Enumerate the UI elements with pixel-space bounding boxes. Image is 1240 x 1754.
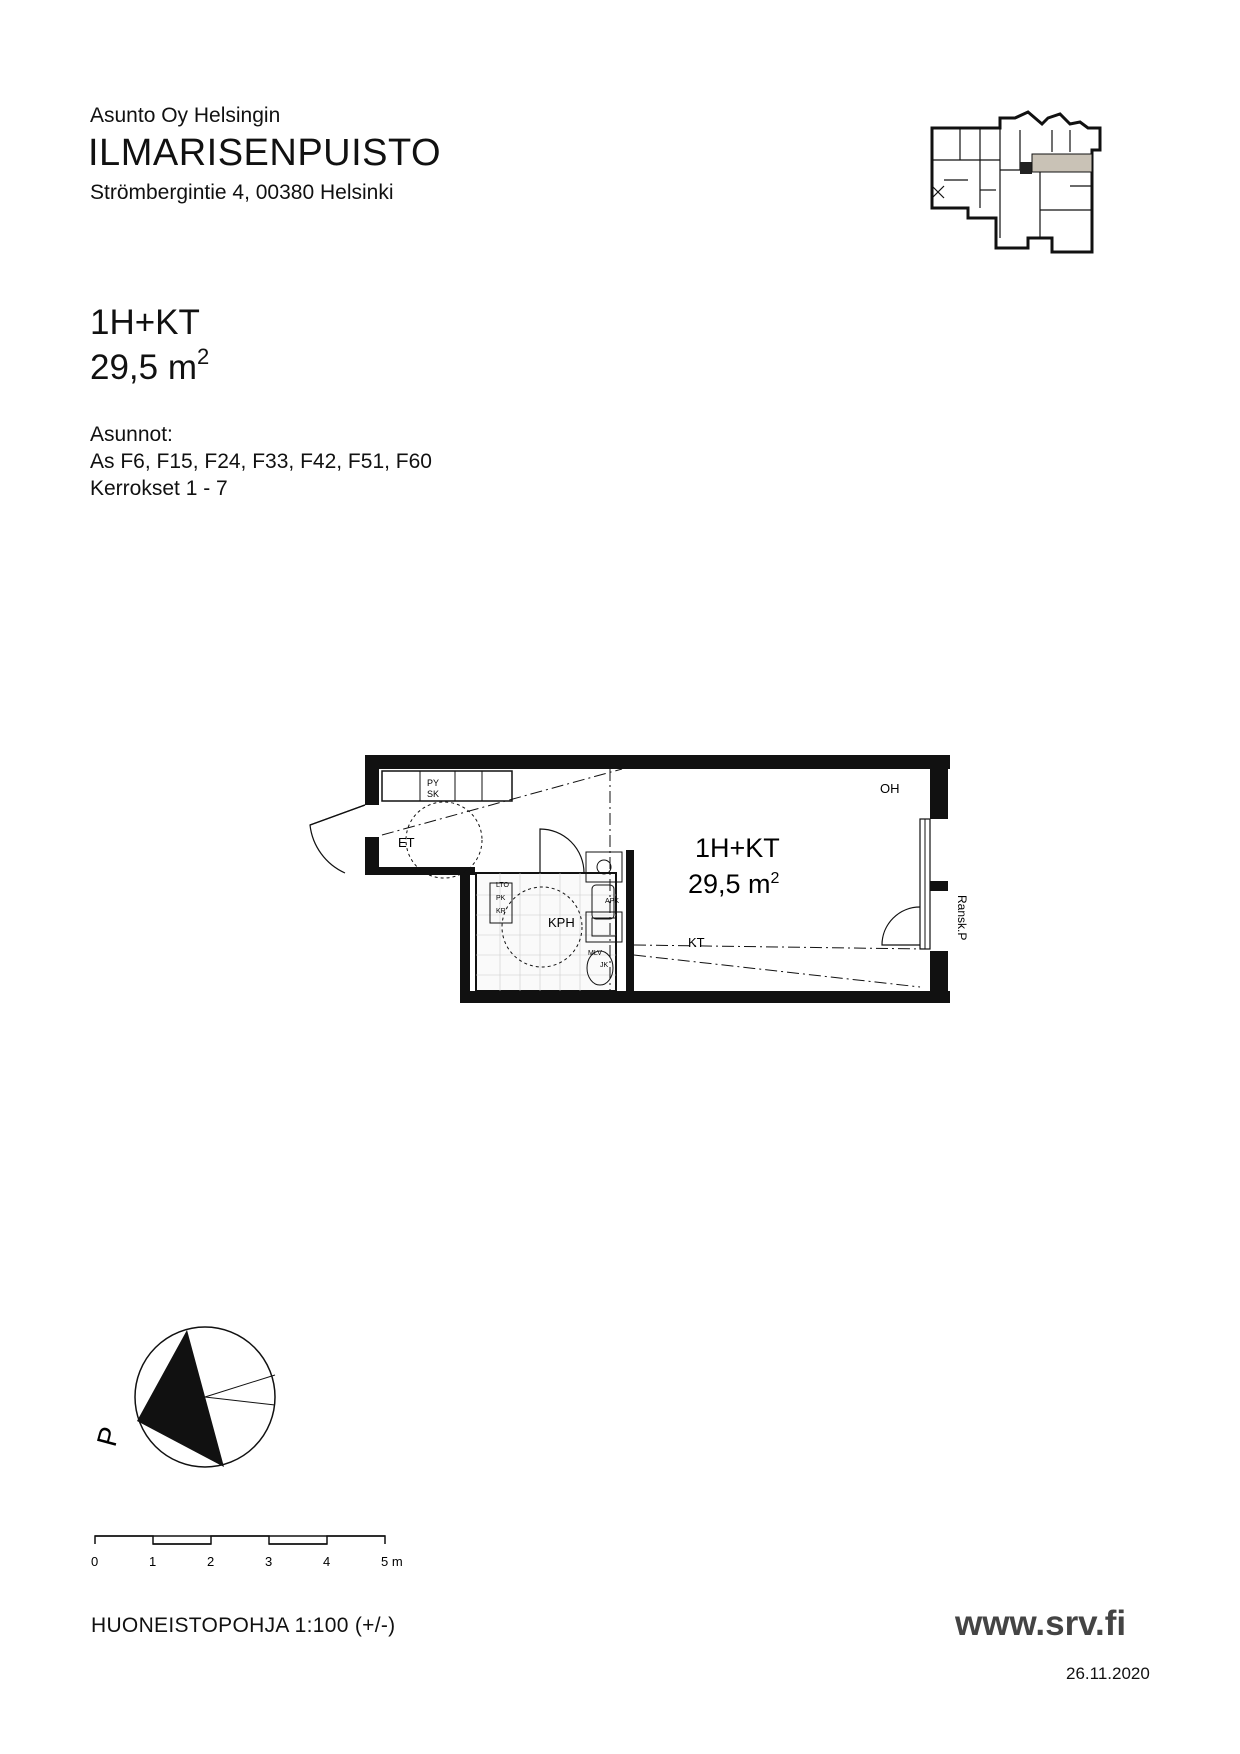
label-mlv: MLV	[588, 950, 602, 957]
wall-bath-left	[460, 867, 470, 999]
scale-tick-4: 4	[323, 1554, 330, 1569]
building-key-plan	[930, 110, 1102, 254]
bathroom-floor	[475, 872, 617, 992]
entrance-door-swing	[309, 804, 366, 874]
label-apk: APK	[605, 898, 619, 905]
turning-circle-bath	[501, 886, 583, 968]
label-pk: PK	[496, 895, 506, 902]
toilet	[586, 950, 614, 986]
room-type-label: 1H+KT	[695, 833, 780, 863]
room-area-label: 29,5 m2	[688, 869, 780, 899]
wall-bottom	[460, 991, 950, 1003]
wall-top	[365, 755, 950, 769]
kt-dashline-1	[633, 944, 926, 950]
turning-circle-hall	[405, 801, 483, 879]
project-address: Strömbergintie 4, 00380 Helsinki	[90, 181, 394, 204]
stove	[585, 851, 623, 883]
room-area-value: 29,5 m	[688, 869, 771, 899]
units-floors: Kerrokset 1 - 7	[90, 477, 228, 500]
wall-entry-bottom	[365, 867, 475, 875]
units-list: As F6, F15, F24, F33, F42, F51, F60	[90, 450, 432, 473]
apartment-area: 29,5 m2	[90, 344, 209, 388]
wall-right-mid	[930, 881, 948, 891]
north-compass: P	[91, 1326, 276, 1468]
balcony-door	[881, 906, 921, 946]
apartment-area-value: 29,5 m	[90, 348, 197, 387]
plan-label: HUONEISTOPOHJA 1:100 (+/-)	[91, 1614, 396, 1637]
apartment-type: 1H+KT	[90, 303, 200, 342]
room-area-exp: 2	[771, 870, 780, 887]
laundry-cabinet	[489, 882, 513, 924]
apartment-area-exponent: 2	[197, 344, 210, 369]
website-link[interactable]: www.srv.fi	[955, 1604, 1127, 1643]
floor-plan: PY SK OH ET KPH KT LTO PK KR APK MLV JK …	[309, 755, 969, 1003]
scale-tick-2: 2	[207, 1554, 214, 1569]
label-et: ET	[398, 835, 415, 850]
washbasin	[591, 884, 615, 920]
wall-right-upper	[930, 755, 948, 819]
project-subtitle: Asunto Oy Helsingin	[90, 104, 281, 127]
compass-needle	[137, 1330, 224, 1467]
compass-north-label: P	[91, 1423, 126, 1449]
document-date: 26.11.2020	[1066, 1664, 1150, 1683]
wall-left-lower	[365, 837, 379, 873]
wall-right-lower	[930, 951, 948, 1003]
label-sk: SK	[427, 789, 439, 799]
label-ransk: Ransk.P	[955, 895, 969, 940]
label-oh: OH	[880, 781, 900, 796]
stairwell-block	[1020, 162, 1032, 174]
label-py: PY	[427, 778, 439, 788]
hall-dashline	[381, 768, 623, 836]
wardrobe	[381, 770, 513, 802]
wall-partition	[626, 850, 634, 998]
project-title: ILMARISENPUISTO	[88, 132, 442, 174]
kt-dashline-2	[633, 954, 921, 988]
label-kt: KT	[688, 935, 705, 950]
wall-left-upper	[365, 755, 379, 805]
kitchen-sink	[585, 911, 623, 943]
compass-circle	[134, 1326, 276, 1468]
scale-tick-1: 1	[149, 1554, 156, 1569]
label-jk: JK	[600, 962, 609, 969]
scale-bar: 0 1 2 3 4 5 m	[91, 1535, 403, 1569]
label-kph: KPH	[548, 915, 575, 930]
bathroom-door	[539, 828, 585, 874]
units-heading: Asunnot:	[90, 423, 173, 446]
highlighted-unit	[1031, 153, 1093, 173]
scale-tick-3: 3	[265, 1554, 272, 1569]
label-lto: LTO	[496, 882, 510, 889]
scale-tick-5: 5 m	[381, 1554, 403, 1569]
label-kr: KR	[496, 908, 506, 915]
scale-tick-0: 0	[91, 1554, 98, 1569]
